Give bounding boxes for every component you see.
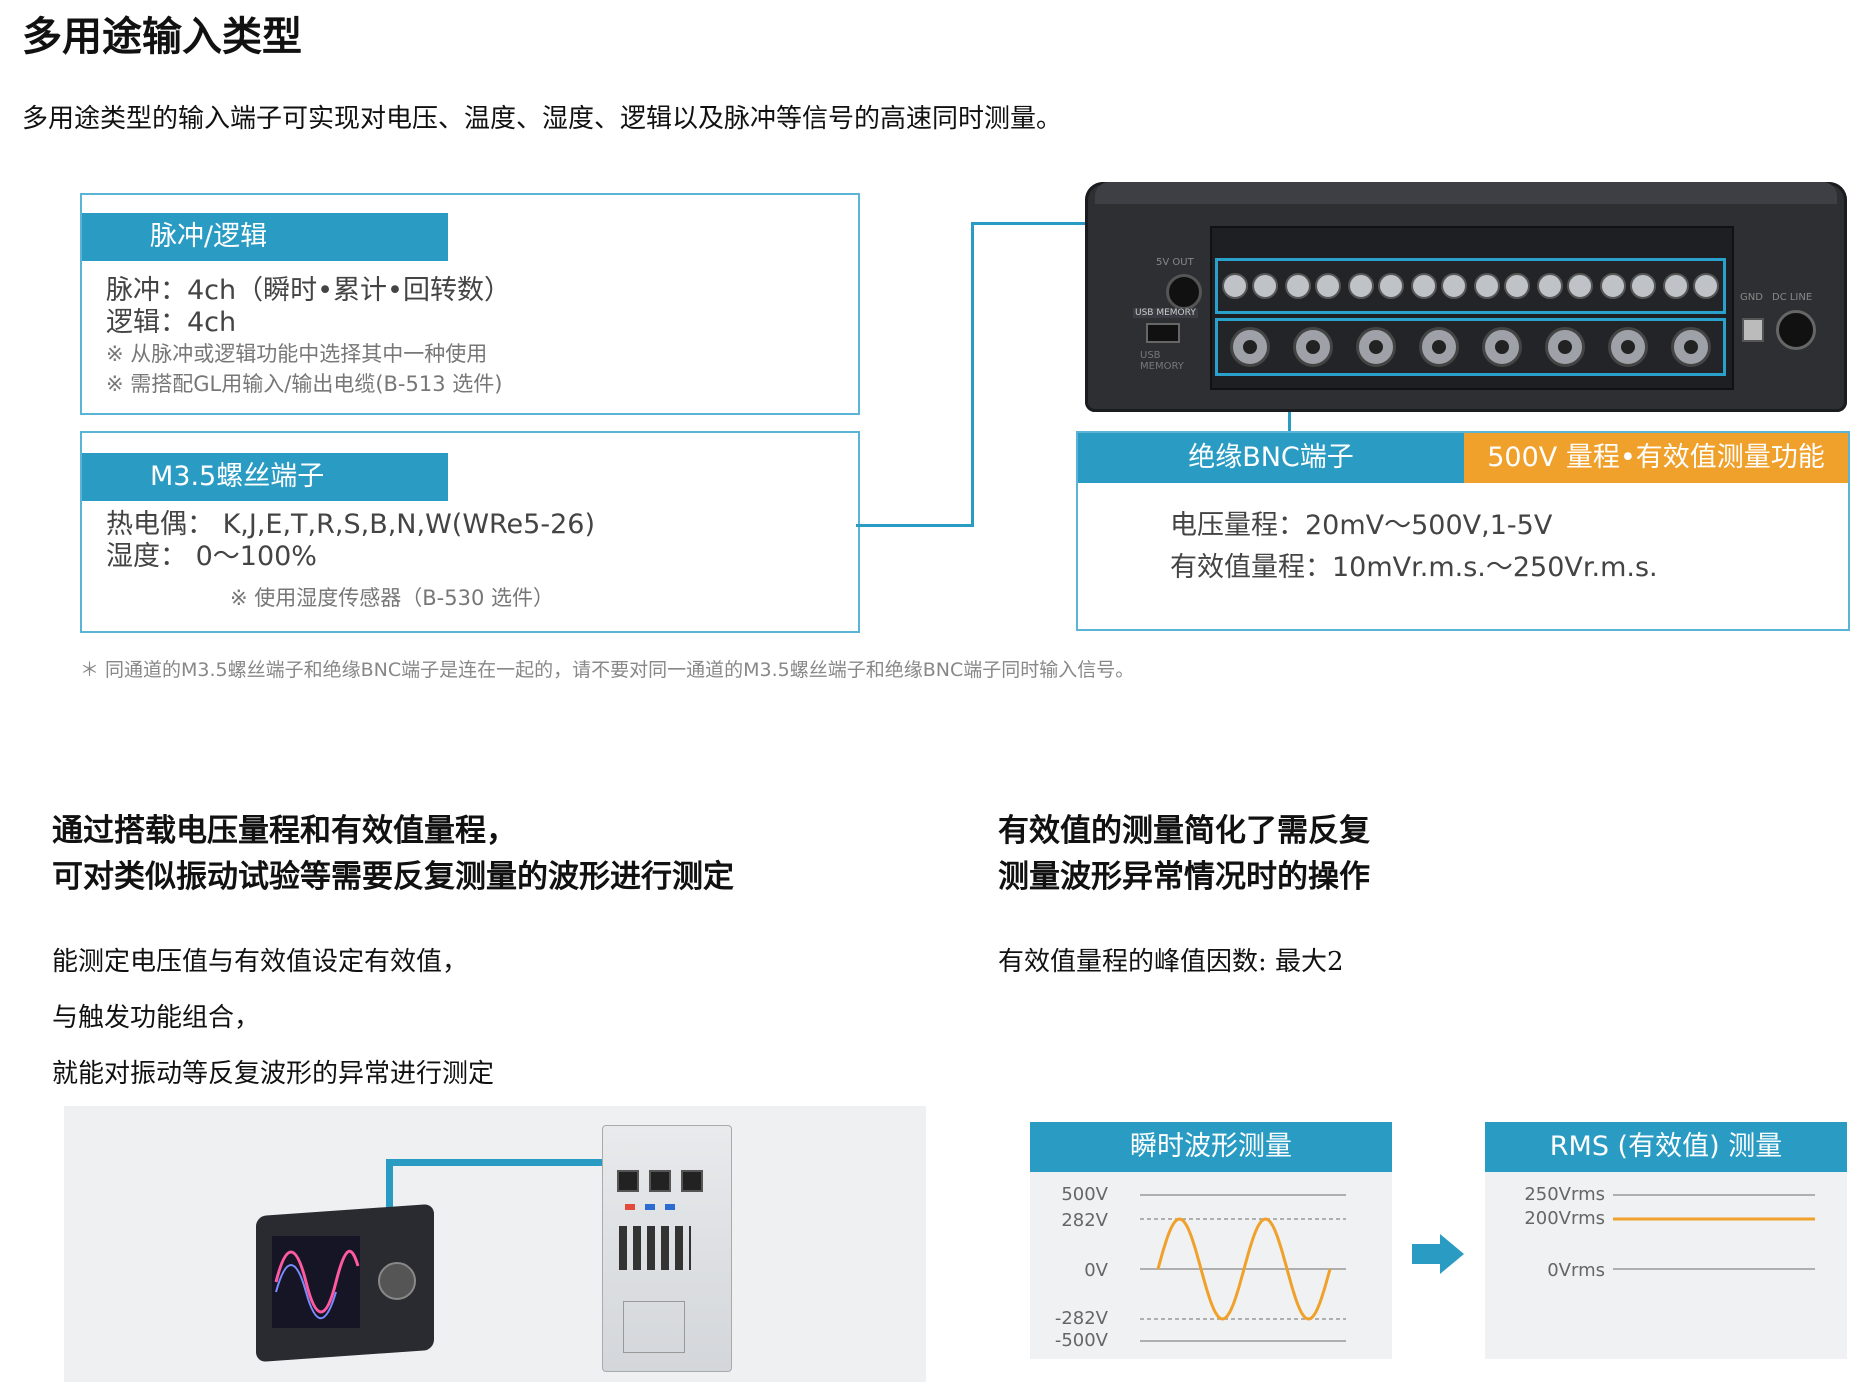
left-paragraph-2: 与触发功能组合，: [52, 1003, 261, 1033]
device-top-edge: [1095, 182, 1837, 204]
instantaneous-waveform-header: 瞬时波形测量: [1030, 1122, 1392, 1172]
connector-line: [971, 222, 974, 527]
tick-neg282v: -282V: [1054, 1308, 1108, 1329]
right-heading-line-2: 测量波形异常情况时的操作: [998, 859, 1370, 895]
usb-port: [1146, 323, 1180, 343]
bnc-header: 绝缘BNC端子: [1078, 433, 1464, 483]
device-label-dc-line: DC LINE: [1772, 292, 1813, 303]
tick-200vrms: 200Vrms: [1524, 1208, 1605, 1229]
screw-icon: [1440, 273, 1467, 299]
device-label-usb-memory-2: USB MEMORY: [1140, 350, 1184, 372]
thermocouple-line: 热电偶： K,J,E,T,R,S,B,N,W(WRe5-26): [106, 509, 595, 540]
screw-terminal-strip: [1215, 258, 1726, 314]
screen-bg: [272, 1236, 360, 1328]
bnc-terminal-strip: [1215, 318, 1726, 376]
pulse-logic-box: 脉冲/逻辑 脉冲：4ch（瞬时•累计•回转数） 逻辑：4ch ※ 从脉冲或逻辑功…: [80, 193, 860, 415]
cable-line: [386, 1159, 606, 1166]
tick-250vrms: 250Vrms: [1524, 1184, 1605, 1205]
screen-wave-pink: [274, 1249, 360, 1314]
screw-terminal-box: M3.5螺丝端子 热电偶： K,J,E,T,R,S,B,N,W(WRe5-26)…: [80, 431, 860, 633]
bnc-connector-icon: [1418, 327, 1459, 367]
control-cabinet: [602, 1125, 732, 1372]
pulse-note-1: ※ 从脉冲或逻辑功能中选择其中一种使用: [106, 342, 488, 366]
instantaneous-waveform-plot: [1140, 1194, 1346, 1342]
rms-measurement-panel: RMS (有效值) 测量 250Vrms 200Vrms 0Vrms: [1485, 1122, 1847, 1359]
round-port: [1166, 274, 1202, 310]
logger-screen-waveform: [272, 1236, 360, 1328]
screw-icon: [1347, 273, 1374, 299]
logger-dial: [378, 1262, 416, 1300]
screw-icon: [1537, 273, 1564, 299]
screw-icon: [1630, 273, 1657, 299]
screw-icon: [1314, 273, 1341, 299]
dc-jack: [1776, 310, 1816, 350]
screen-wave-blue: [275, 1264, 337, 1320]
bnc-connector-icon: [1482, 327, 1523, 367]
screw-icon: [1693, 273, 1720, 299]
pulse-line: 脉冲：4ch（瞬时•累计•回转数）: [106, 275, 511, 306]
left-paragraph-1: 能测定电压值与有效值设定有效值，: [52, 947, 469, 977]
left-heading-line-2: 可对类似振动试验等需要反复测量的波形进行测定: [52, 859, 734, 895]
rms-range-line: 有效值量程：10mVr.m.s.～250Vr.m.s.: [1170, 552, 1658, 583]
screw-icon: [1221, 273, 1248, 299]
tick-0v: 0V: [1084, 1260, 1108, 1281]
screw-icon: [1251, 273, 1278, 299]
tick-500v: 500V: [1061, 1184, 1108, 1205]
screw-icon: [1504, 273, 1531, 299]
bnc-connector-icon: [1545, 327, 1586, 367]
screw-icon: [1663, 273, 1690, 299]
sine-wave: [1156, 1217, 1332, 1321]
connector-line: [856, 524, 974, 527]
bnc-connector-icon: [1671, 327, 1712, 367]
bnc-connector-icon: [1292, 327, 1333, 367]
right-paragraph: 有效值量程的峰值因数: 最大2: [998, 947, 1344, 977]
arrow-right-icon: [1412, 1234, 1464, 1274]
footnote: ＊ 同通道的M3.5螺丝端子和绝缘BNC端子是连在一起的，请不要对同一通道的M3…: [80, 659, 1135, 681]
bnc-connector-icon: [1608, 327, 1649, 367]
screw-icon: [1567, 273, 1594, 299]
instantaneous-waveform-panel: 瞬时波形测量 500V 282V 0V -282V -500V: [1030, 1122, 1392, 1359]
humidity-line: 湿度： 0～100%: [106, 541, 317, 572]
left-heading-line-1: 通过搭载电压量程和有效值量程，: [52, 813, 517, 849]
intro-text: 多用途类型的输入端子可实现对电压、温度、湿度、逻辑以及脉冲等信号的高速同时测量。: [22, 104, 1063, 134]
screw-terminal-header: M3.5螺丝端子: [82, 453, 448, 501]
tick-0vrms: 0Vrms: [1547, 1260, 1605, 1281]
page-title: 多用途输入类型: [22, 13, 302, 60]
screw-icon: [1377, 273, 1404, 299]
bnc-connector-icon: [1355, 327, 1396, 367]
humidity-note: ※ 使用湿度传感器（B-530 选件）: [230, 586, 555, 610]
bnc-range-badge: 500V 量程•有效值测量功能: [1464, 433, 1848, 483]
rms-measurement-header: RMS (有效值) 测量: [1485, 1122, 1847, 1172]
vibration-test-illustration: [64, 1106, 926, 1382]
tick-282v: 282V: [1061, 1210, 1108, 1231]
bnc-terminal-box: 绝缘BNC端子 500V 量程•有效值测量功能 电压量程：20mV～500V,1…: [1076, 431, 1850, 631]
rms-plot: [1613, 1194, 1815, 1270]
device-label-usb-memory: USB MEMORY: [1133, 308, 1198, 318]
screw-icon: [1284, 273, 1311, 299]
screw-icon: [1600, 273, 1627, 299]
device-label-gnd: GND: [1740, 292, 1763, 303]
pulse-logic-header: 脉冲/逻辑: [82, 213, 448, 261]
gnd-terminal: [1742, 318, 1764, 342]
right-heading-line-1: 有效值的测量简化了需反复: [998, 813, 1370, 849]
device-label-5v-out: 5V OUT: [1156, 257, 1194, 268]
bnc-connector-icon: [1229, 327, 1270, 367]
logic-line: 逻辑：4ch: [106, 307, 237, 338]
screw-icon: [1410, 273, 1437, 299]
tick-neg500v: -500V: [1054, 1330, 1108, 1351]
pulse-note-2: ※ 需搭配GL用输入/输出电缆(B-513 选件): [106, 372, 503, 396]
left-paragraph-3: 就能对振动等反复波形的异常进行测定: [52, 1059, 495, 1089]
screw-icon: [1474, 273, 1501, 299]
voltage-range-line: 电压量程：20mV～500V,1-5V: [1170, 510, 1553, 541]
